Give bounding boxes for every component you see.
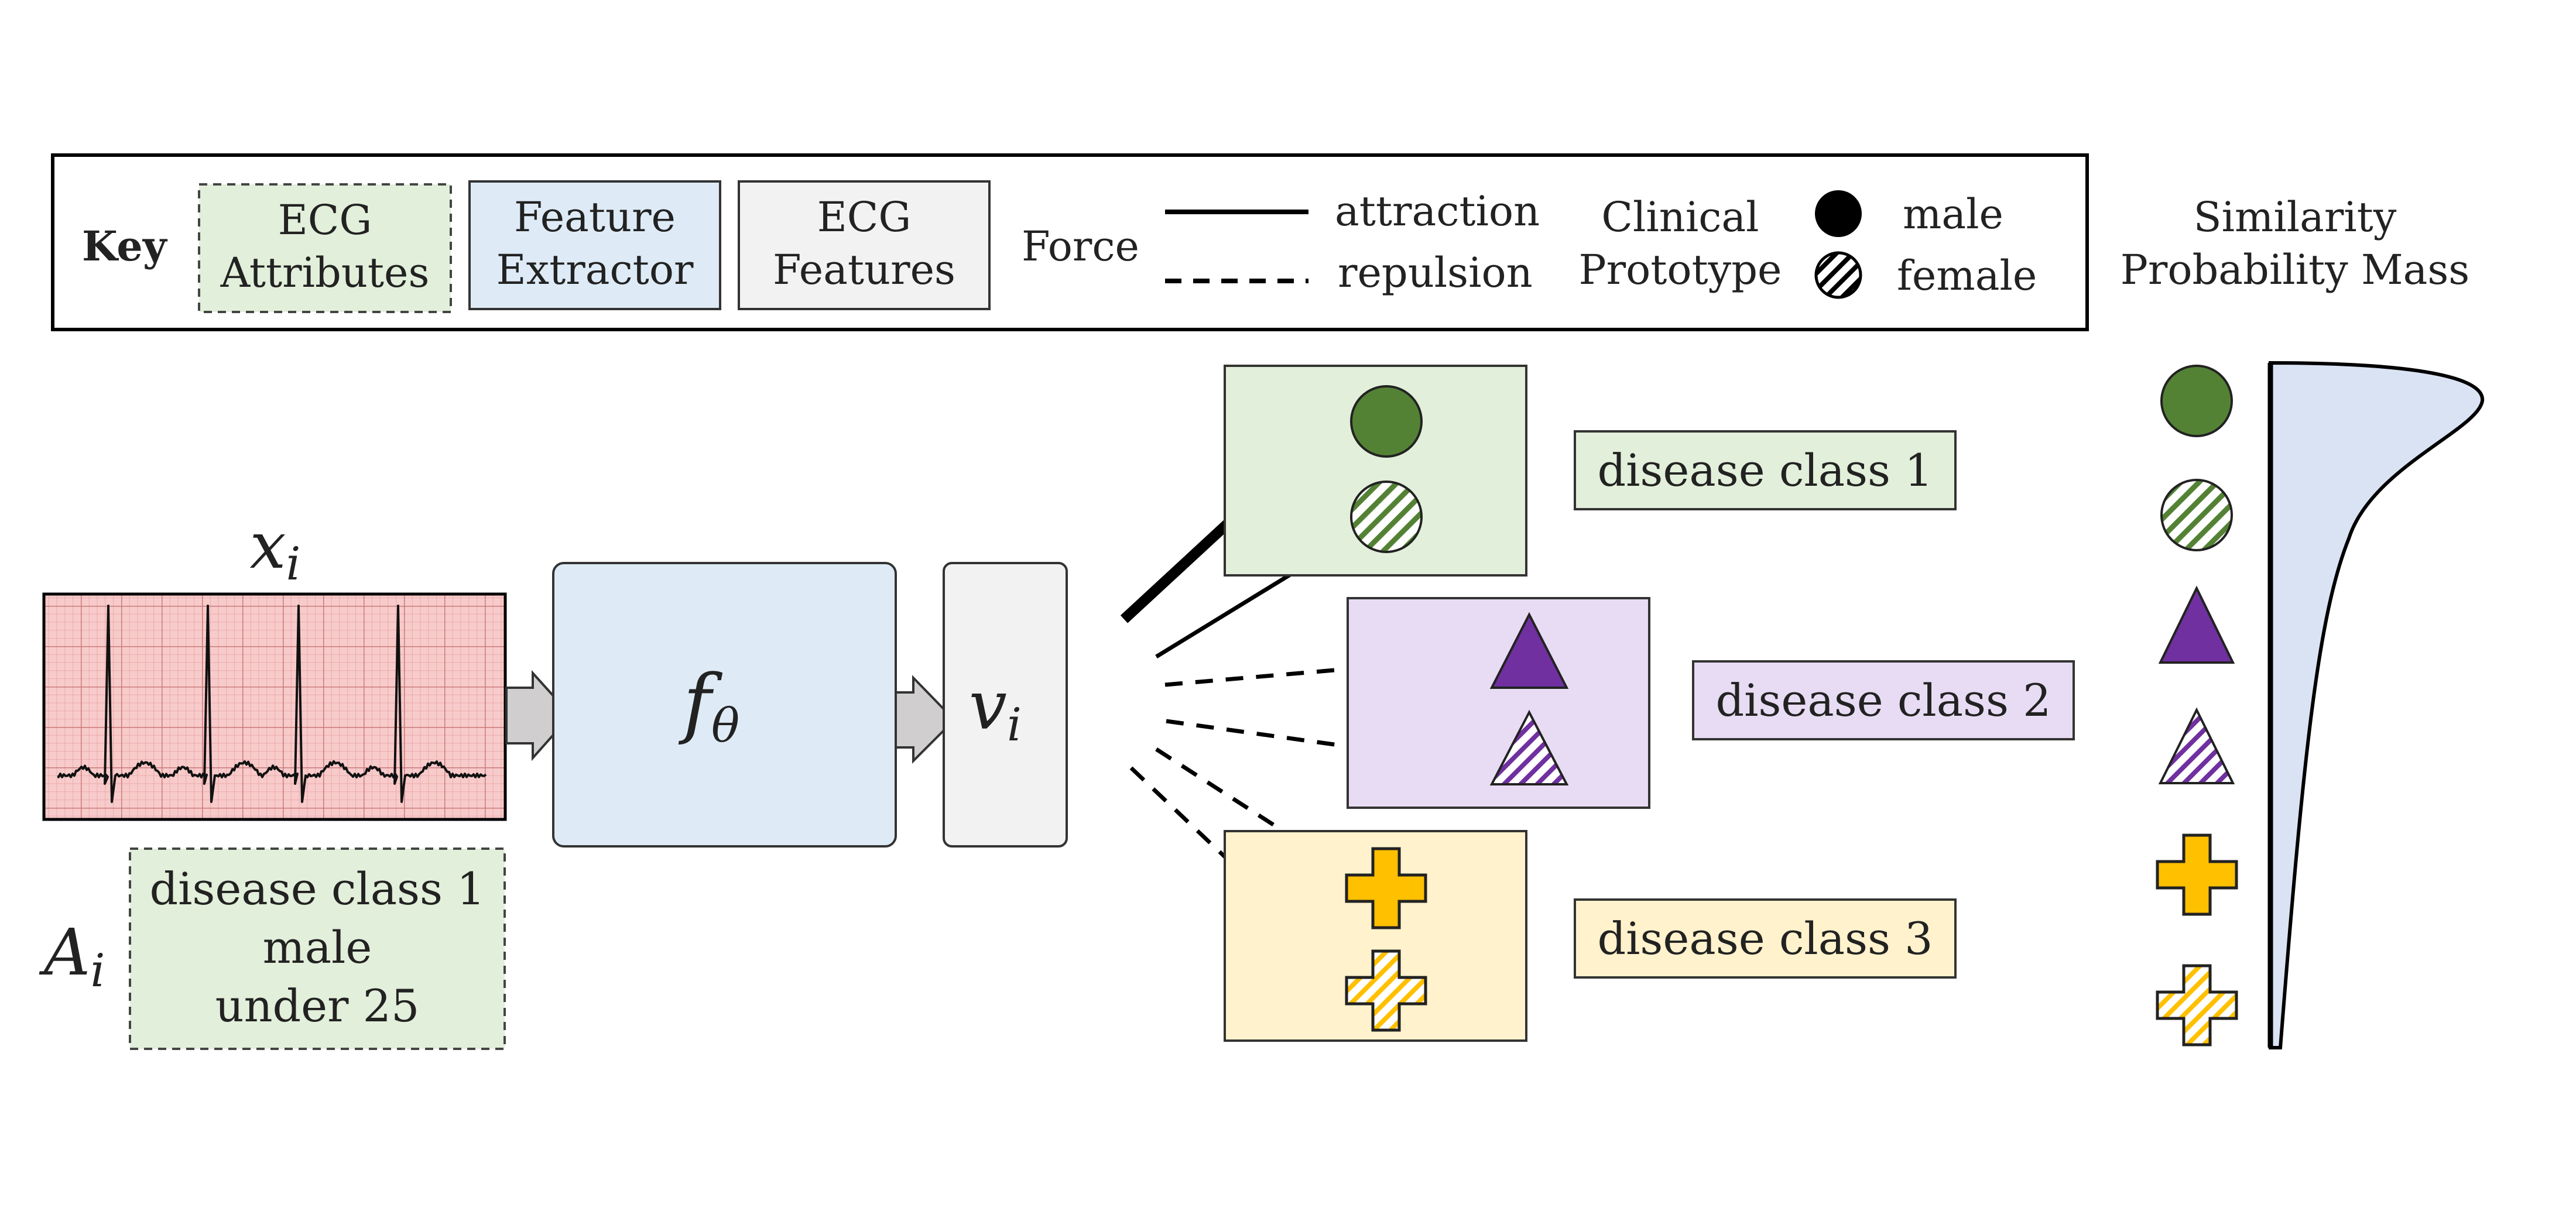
disease-class-1-group: disease class 1 bbox=[1224, 365, 1957, 577]
x-i-label: xi bbox=[250, 508, 301, 591]
class-3-male-prototype bbox=[1345, 847, 1427, 929]
class-2-label: disease class 2 bbox=[1715, 674, 2051, 726]
arrow-ecg-to-extractor bbox=[505, 670, 573, 761]
key-ecg-features-line2: Features bbox=[773, 246, 955, 294]
key-feature-extractor-swatch bbox=[468, 180, 721, 310]
key-male-circle bbox=[1815, 190, 1862, 237]
disease-class-2-group: disease class 2 bbox=[1347, 597, 2075, 809]
key-repulsion-label: repulsion bbox=[1338, 249, 1533, 297]
class-3-label: disease class 3 bbox=[1597, 912, 1933, 965]
class-2-female-prototype bbox=[1489, 709, 1569, 785]
key-title: Key bbox=[82, 222, 168, 270]
attribute-disease-class: disease class 1 bbox=[149, 863, 485, 915]
repulsion-force-3 bbox=[1155, 747, 1339, 868]
class-2-label-box bbox=[1692, 660, 2075, 740]
class-1-label: disease class 1 bbox=[1597, 444, 1933, 496]
key-ecg-features-swatch bbox=[738, 180, 991, 310]
class-2-male-prototype bbox=[1489, 612, 1569, 689]
a-i-label: Ai bbox=[39, 915, 105, 997]
sim-class-1-female-icon bbox=[2160, 479, 2233, 551]
similarity-title-line2: Probability Mass bbox=[2121, 246, 2469, 294]
probability-mass-curve bbox=[2269, 361, 2485, 1049]
key-ecg-attributes-line2: Attributes bbox=[220, 249, 430, 297]
similarity-distribution bbox=[2156, 361, 2485, 1049]
sim-class-3-female-icon bbox=[2156, 964, 2238, 1047]
attribute-sex: male bbox=[263, 921, 372, 973]
key-ecg-features-line1: ECG bbox=[817, 193, 912, 241]
key-feature-extractor: Feature Extractor bbox=[468, 180, 721, 310]
key-ecg-attributes-line1: ECG bbox=[278, 196, 372, 244]
sim-class-1-male-icon bbox=[2160, 365, 2233, 437]
key-clinical-prototype-line2: Prototype bbox=[1579, 246, 1782, 294]
class-3-female-prototype bbox=[1345, 949, 1427, 1032]
sim-class-2-male-icon bbox=[2158, 585, 2235, 664]
key-attraction-label: attraction bbox=[1335, 187, 1540, 235]
ecg-grid bbox=[44, 594, 505, 819]
input-ecg: xi bbox=[42, 508, 507, 821]
class-3-label-box bbox=[1574, 898, 1957, 979]
sim-class-3-male-icon bbox=[2156, 833, 2238, 916]
attribute-age: under 25 bbox=[215, 980, 420, 1032]
feature-extractor: fθ bbox=[552, 562, 897, 848]
class-1-female-prototype bbox=[1350, 481, 1423, 553]
key-ecg-features: ECG Features bbox=[738, 180, 991, 310]
attributes-box bbox=[129, 848, 506, 1050]
key-clinical-prototype-line1: Clinical bbox=[1601, 193, 1759, 241]
input-attributes: Ai disease class 1 male under 25 bbox=[39, 848, 506, 1050]
key-feature-extractor-line1: Feature bbox=[514, 193, 676, 241]
class-1-label-box bbox=[1574, 430, 1957, 510]
ecg-features: vi bbox=[943, 562, 1068, 848]
disease-class-3-group: disease class 3 bbox=[1224, 830, 1957, 1042]
key-female-label: female bbox=[1897, 252, 2037, 300]
key-legend: Key ECG Attributes Feature Extractor ECG… bbox=[51, 153, 2089, 331]
sim-class-2-female-icon bbox=[2158, 707, 2235, 784]
key-feature-extractor-line2: Extractor bbox=[496, 246, 694, 294]
class-1-male-prototype bbox=[1350, 385, 1423, 458]
key-ecg-attributes-swatch bbox=[198, 183, 452, 313]
arrow-extractor-to-features bbox=[895, 675, 956, 764]
v-i-label: vi bbox=[969, 667, 1022, 752]
key-force-label: Force bbox=[1022, 222, 1139, 270]
key-male-label: male bbox=[1903, 190, 2003, 238]
key-female-circle bbox=[1814, 251, 1862, 299]
similarity-title-line1: Similarity bbox=[2194, 193, 2397, 241]
ecg-features-box bbox=[943, 562, 1068, 848]
key-ecg-attributes: ECG Attributes bbox=[198, 183, 452, 313]
ecg-trace bbox=[57, 605, 487, 803]
